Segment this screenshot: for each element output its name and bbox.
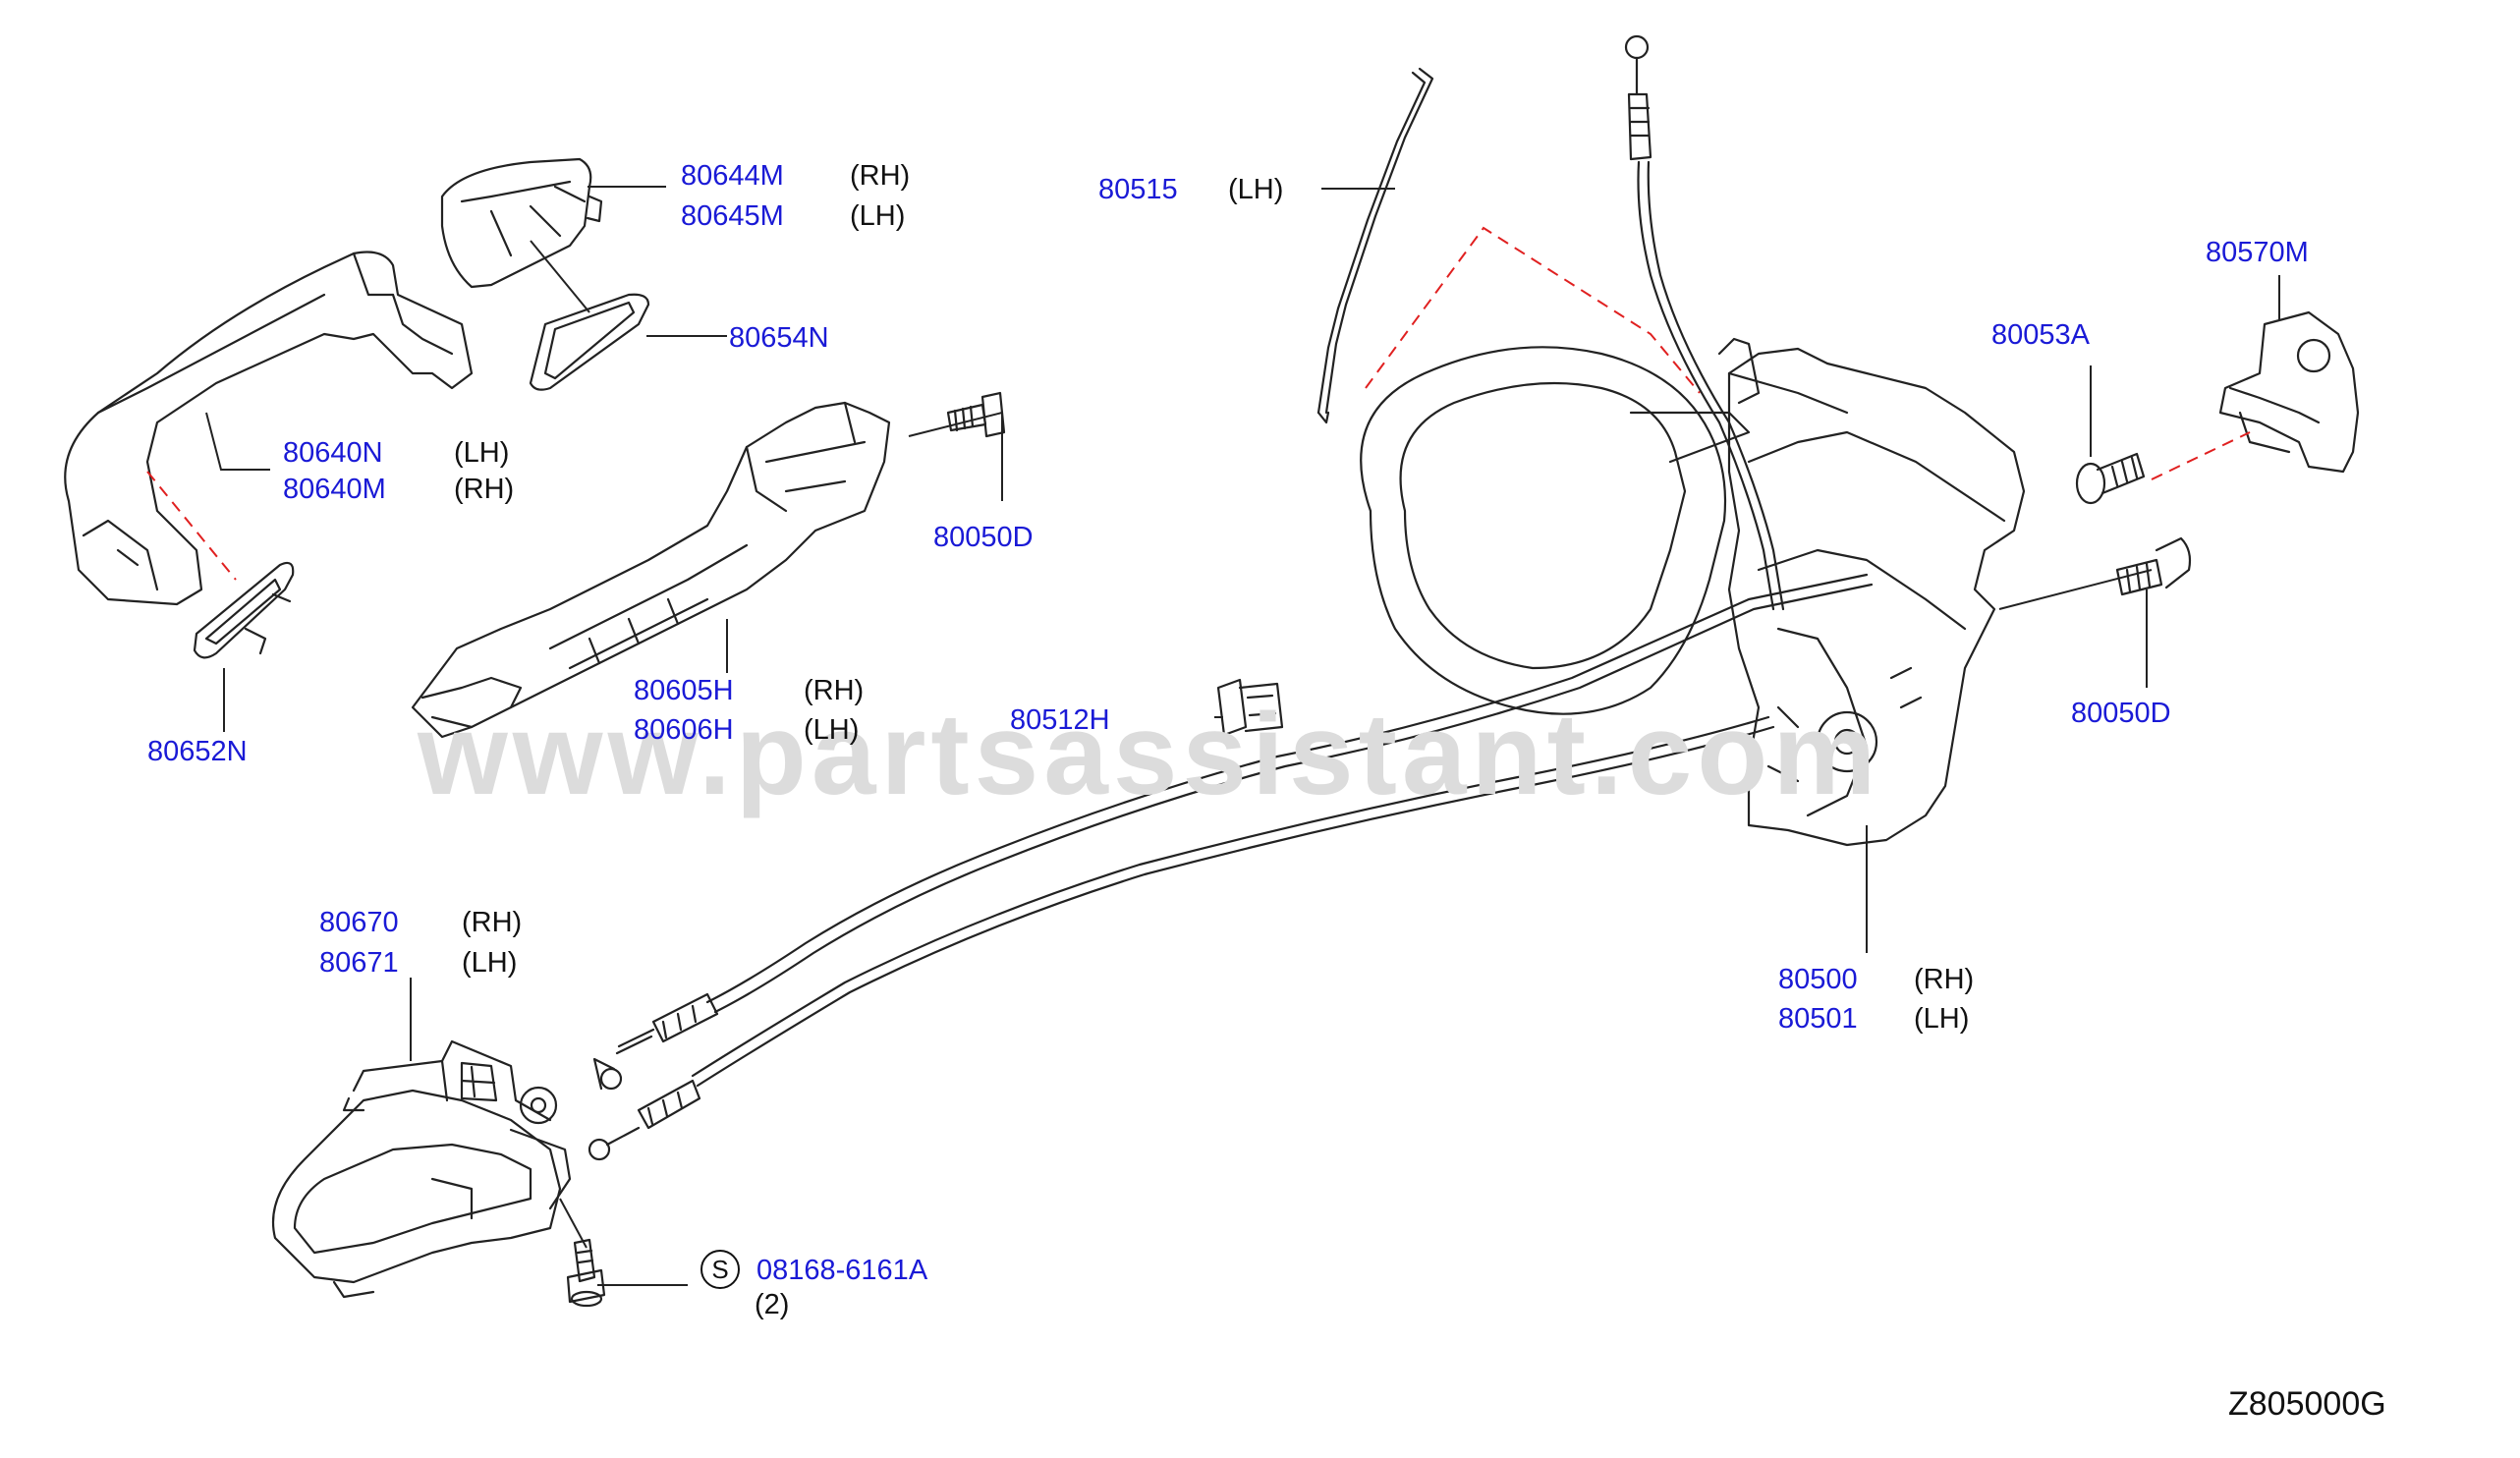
part-number-80053a[interactable]: 80053A [1991, 319, 2090, 351]
door-lock-part [1717, 337, 2026, 847]
gasket-rear-part [193, 561, 295, 659]
part-side: (LH) [850, 200, 906, 232]
diagram-code: Z805000G [2228, 1385, 2386, 1423]
screw-top-part [946, 391, 1006, 438]
handle-cap-part [440, 157, 603, 289]
part-number-80652n[interactable]: 80652N [147, 736, 248, 767]
part-side: (LH) [1914, 1003, 1970, 1035]
part-side: (LH) [462, 947, 518, 979]
part-number-80671[interactable]: 80671 [319, 947, 399, 979]
part-side: (RH) [454, 474, 515, 505]
part-number-80050d[interactable]: 80050D [933, 522, 1034, 553]
part-number-80515[interactable]: 80515 [1098, 174, 1178, 205]
striker-part [2218, 310, 2360, 474]
gasket-part [529, 293, 650, 391]
long-cables-part [691, 573, 1874, 1088]
part-side: (RH) [850, 160, 911, 192]
cable-clip-part [1216, 678, 1284, 737]
screw-striker-part [2075, 452, 2146, 505]
part-side: (RH) [804, 675, 865, 706]
part-number-80512h[interactable]: 80512H [1010, 704, 1110, 736]
part-number-80605h[interactable]: 80605H [634, 675, 734, 706]
inside-handle-part [271, 1039, 572, 1299]
rod-part [1316, 67, 1434, 424]
part-side: (LH) [1228, 174, 1284, 205]
shield-ring-part [1360, 346, 1751, 715]
cable-ends-part [588, 992, 719, 1161]
handle-frame-part [411, 401, 891, 739]
part-side: (LH) [804, 714, 860, 746]
part-number-80570m[interactable]: 80570M [2206, 237, 2309, 268]
part-number-08168-6161a[interactable]: 08168-6161A [756, 1255, 928, 1286]
part-number-80050d[interactable]: 80050D [2071, 698, 2171, 729]
part-number-80645m[interactable]: 80645M [681, 200, 784, 232]
standard-part-symbol: S [700, 1250, 740, 1289]
top-cable-part [1624, 34, 1785, 611]
part-number-80644m[interactable]: 80644M [681, 160, 784, 192]
leader-lines [205, 186, 2280, 1286]
part-number-80670[interactable]: 80670 [319, 907, 399, 938]
part-number-80606h[interactable]: 80606H [634, 714, 734, 746]
part-number-80640m[interactable]: 80640M [283, 474, 386, 505]
part-number-80640n[interactable]: 80640N [283, 437, 383, 469]
watermark: www.partsassistant.com [418, 690, 1881, 819]
screw-right-part [2115, 536, 2192, 596]
part-side: (RH) [462, 907, 523, 938]
part-number-80501[interactable]: 80501 [1778, 1003, 1858, 1035]
part-number-80654n[interactable]: 80654N [729, 322, 829, 354]
part-number-80500[interactable]: 80500 [1778, 964, 1858, 995]
dashed-alignment-lines [146, 226, 2251, 581]
bolt-quantity: (2) [755, 1289, 790, 1320]
bolt-part [566, 1238, 606, 1308]
outside-handle-part [64, 251, 474, 606]
part-side: (RH) [1914, 964, 1975, 995]
part-side: (LH) [454, 437, 510, 469]
